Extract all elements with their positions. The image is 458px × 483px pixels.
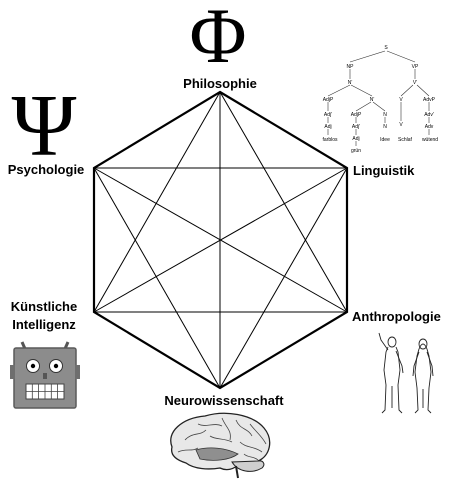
syntax-tree-icon: S NP VP N' V' AdjP N' V AdvP Adj' AdjP N… [322, 45, 438, 154]
psi-icon: Ψ [12, 78, 77, 175]
tree-v-bar: V' [413, 80, 417, 86]
tree-adj-bar-1: Adj' [324, 112, 332, 118]
tree-n-bar: N' [348, 80, 353, 86]
robot-icon [10, 341, 80, 409]
tree-word-idee: Idee [380, 137, 390, 143]
tree-v-leaf: V [399, 122, 403, 128]
tree-word-gruen: grün [351, 148, 361, 154]
tree-word-schlaf: Schlaf [398, 137, 413, 143]
line-philosophie-ki [93, 91, 221, 313]
label-anthropologie: Anthropologie [352, 309, 441, 324]
hexagon-connections [93, 91, 348, 389]
label-ki-line2: Intelligenz [12, 317, 76, 332]
label-linguistik: Linguistik [353, 163, 415, 178]
tree-adjp-1: AdjP [323, 97, 334, 103]
label-philosophie: Philosophie [183, 76, 257, 91]
tree-s: S [384, 45, 388, 51]
tree-word-farblos: farblos [322, 137, 338, 143]
tree-word-wuetend: wütend [422, 137, 438, 143]
label-psychologie: Psychologie [8, 162, 85, 177]
hexagon-diagram [92, 90, 349, 390]
tree-adj-bar-2: Adj' [352, 124, 360, 130]
humans-icon [378, 332, 434, 414]
tree-n-leaf: N [383, 124, 387, 130]
tree-n: N [383, 112, 387, 118]
label-neurowissenschaft: Neurowissenschaft [164, 393, 284, 408]
tree-v: V [399, 97, 403, 103]
tree-adjp-2: AdjP [351, 112, 362, 118]
line-philosophie-anthropologie [219, 91, 348, 313]
tree-vp: VP [412, 64, 419, 70]
tree-adj-2: Adj [352, 136, 359, 142]
brain-icon [170, 412, 271, 479]
label-ki-line1: Künstliche [11, 299, 77, 314]
line-anthropologie-psychologie [93, 167, 348, 313]
tree-adv-bar: Adv' [424, 112, 434, 118]
line-neurowissenschaft-psychologie [93, 167, 221, 389]
tree-np: NP [347, 64, 355, 70]
phi-icon: Φ [189, 0, 246, 79]
line-linguistik-neurowissenschaft [219, 167, 348, 389]
tree-n-bar-2: N' [370, 97, 375, 103]
tree-adj-1: Adj [324, 124, 331, 130]
tree-advp: AdvP [423, 97, 436, 103]
tree-adv: Adv [425, 124, 434, 130]
